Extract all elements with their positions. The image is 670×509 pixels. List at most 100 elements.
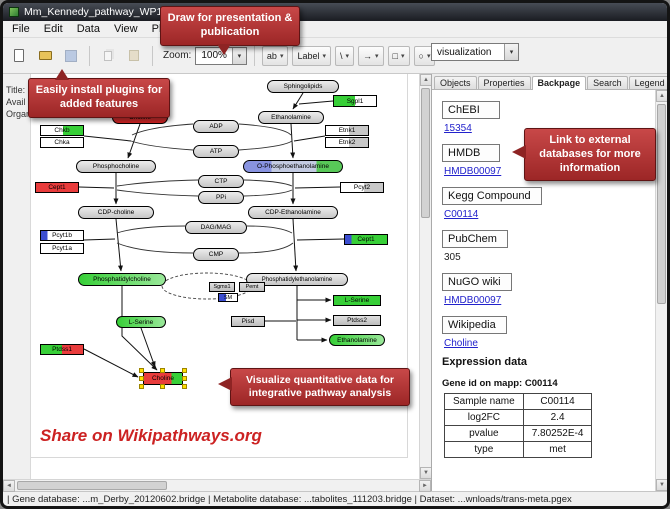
chevron-down-icon[interactable]: ▾: [504, 44, 518, 60]
db-header-hmdb: HMDB: [442, 144, 500, 162]
db-link-hmdb[interactable]: HMDB00097: [444, 166, 502, 177]
node-l-serine-left[interactable]: L-Serine: [116, 316, 166, 328]
menu-view[interactable]: View: [113, 23, 138, 35]
title-bar[interactable]: Mm_Kennedy_pathway_WP1771_45176.gpml: [3, 3, 667, 21]
node-ethanolamine-right[interactable]: Ethanolamine: [329, 334, 385, 346]
node-dag-mag[interactable]: DAG/MAG: [185, 221, 247, 234]
panel-vertical-scrollbar[interactable]: ▲ ▼: [655, 90, 667, 491]
selection-handle[interactable]: [182, 384, 187, 389]
pathway-canvas[interactable]: Sphingolipids Sgpl1 Choline Ethanolamine…: [31, 74, 419, 479]
info-label-title: Title:: [6, 85, 26, 95]
canvas-horizontal-scrollbar[interactable]: ◄ ►: [3, 479, 431, 492]
menu-edit[interactable]: Edit: [43, 23, 63, 35]
scroll-down-icon[interactable]: ▼: [420, 467, 432, 479]
node-phosphatidylcholine[interactable]: Phosphatidylcholine: [78, 273, 166, 286]
table-row: Sample name C00114: [444, 393, 593, 410]
node-pcyt1b[interactable]: Pcyt1b: [40, 230, 84, 241]
node-pcyt1a[interactable]: Pcyt1a: [40, 243, 84, 254]
visualization-combobox[interactable]: visualization▾: [431, 43, 519, 61]
scroll-up-icon[interactable]: ▲: [656, 90, 667, 102]
oval-tool-button[interactable]: ○▾: [413, 45, 436, 66]
menu-data[interactable]: Data: [76, 23, 100, 35]
selection-handle[interactable]: [160, 384, 165, 389]
zoom-combobox[interactable]: 100% ▾: [195, 46, 247, 65]
canvas-vertical-scrollbar[interactable]: ▲ ▼: [419, 74, 432, 479]
zoom-value: 100%: [201, 50, 227, 61]
selection-handle[interactable]: [139, 384, 144, 389]
node-ctp[interactable]: CTP: [198, 175, 244, 188]
chevron-down-icon: ▾: [375, 52, 379, 60]
horizontal-scroll-thumb[interactable]: [17, 481, 167, 490]
node-ptdss1[interactable]: Ptdss1: [40, 344, 84, 355]
tab-properties[interactable]: Properties: [477, 76, 531, 89]
node-pemt[interactable]: Pemt: [239, 282, 265, 292]
node-l-serine-right[interactable]: L-Serine: [333, 295, 381, 306]
db-link-nugo[interactable]: HMDB00097: [444, 295, 502, 306]
node-o-phosphoethanolamine[interactable]: O-Phosphoethanolamine: [243, 160, 343, 173]
vertical-scroll-thumb[interactable]: [421, 88, 430, 218]
node-chkb[interactable]: Chkb: [40, 125, 84, 136]
selection-handle[interactable]: [139, 376, 144, 381]
selection-handle[interactable]: [182, 368, 187, 373]
chevron-down-icon[interactable]: ▾: [231, 47, 246, 64]
node-sgpl1[interactable]: Sgpl1: [333, 95, 377, 107]
node-phosphocholine[interactable]: Phosphocholine: [76, 160, 156, 173]
selection-handle[interactable]: [160, 368, 165, 373]
save-button[interactable]: [60, 45, 82, 67]
db-link-wikipedia[interactable]: Choline: [444, 338, 478, 349]
node-cdp-choline[interactable]: CDP-choline: [78, 206, 154, 219]
status-bar: | Gene database: ...m_Derby_20120602.bri…: [3, 491, 667, 506]
node-ptdss2[interactable]: Ptdss2: [333, 315, 381, 326]
table-cell: Sample name: [444, 393, 524, 410]
node-pcyt2[interactable]: Pcyt2: [340, 182, 384, 193]
node-cept1-left[interactable]: Cept1: [35, 182, 79, 193]
arrow-tool-button[interactable]: →▾: [358, 45, 384, 66]
tab-objects[interactable]: Objects: [434, 76, 477, 89]
db-link-kegg[interactable]: C00114: [444, 209, 479, 220]
node-cdp-ethanolamine[interactable]: CDP-Ethanolamine: [248, 206, 338, 219]
open-file-button[interactable]: [34, 45, 56, 67]
callout-pointer-down-icon: [217, 43, 231, 55]
node-chka[interactable]: Chka: [40, 137, 84, 148]
node-cept1-right[interactable]: Cept1: [344, 234, 388, 245]
datanode-tool-button[interactable]: ab▾: [261, 45, 289, 66]
node-etnk2[interactable]: Etnk2: [325, 137, 369, 148]
info-label-availability: Avail: [6, 97, 26, 107]
table-cell: 7.80252E-4: [522, 425, 593, 442]
tab-search[interactable]: Search: [587, 76, 628, 89]
scroll-left-icon[interactable]: ◄: [3, 480, 15, 492]
node-sgms1[interactable]: Sgms1: [209, 282, 235, 292]
node-ethanolamine[interactable]: Ethanolamine: [258, 111, 324, 124]
menu-file[interactable]: File: [12, 23, 30, 35]
node-ppi[interactable]: PPi: [198, 191, 244, 204]
scroll-right-icon[interactable]: ►: [419, 480, 431, 492]
node-phosphatidylethanolamine[interactable]: Phosphatidylethanolamine: [246, 273, 348, 286]
vertical-scroll-thumb[interactable]: [657, 104, 666, 304]
scroll-down-icon[interactable]: ▼: [656, 479, 667, 491]
selection-handle[interactable]: [182, 376, 187, 381]
node-cmp[interactable]: CMP: [193, 248, 239, 261]
node-sphingolipids[interactable]: Sphingolipids: [267, 80, 339, 93]
tab-backpage[interactable]: Backpage: [531, 76, 587, 90]
callout-text: Visualize quantitative data for integrat…: [245, 374, 394, 400]
selection-handle[interactable]: [139, 368, 144, 373]
toolbar-separator: [152, 45, 153, 66]
paste-button[interactable]: [123, 45, 145, 67]
node-sm[interactable]: SM: [218, 293, 238, 302]
node-pisd[interactable]: Pisd: [231, 316, 265, 327]
node-atp[interactable]: ATP: [193, 145, 239, 158]
rectangle-tool-button[interactable]: □▾: [387, 45, 410, 66]
backpage-section-chebi: ChEBI 15354: [442, 98, 649, 134]
db-link-chebi[interactable]: 15354: [444, 123, 472, 134]
table-row: type met: [444, 441, 593, 458]
oval-icon: ○: [418, 50, 424, 61]
new-file-button[interactable]: [8, 45, 30, 67]
node-adp[interactable]: ADP: [193, 120, 239, 133]
tab-legend[interactable]: Legend: [628, 76, 667, 89]
line-tool-button[interactable]: \▾: [335, 45, 355, 66]
copy-button[interactable]: [97, 45, 119, 67]
node-etnk1[interactable]: Etnk1: [325, 125, 369, 136]
label-tool-button[interactable]: Label▾: [292, 45, 331, 66]
expression-data-title: Expression data: [442, 356, 527, 368]
